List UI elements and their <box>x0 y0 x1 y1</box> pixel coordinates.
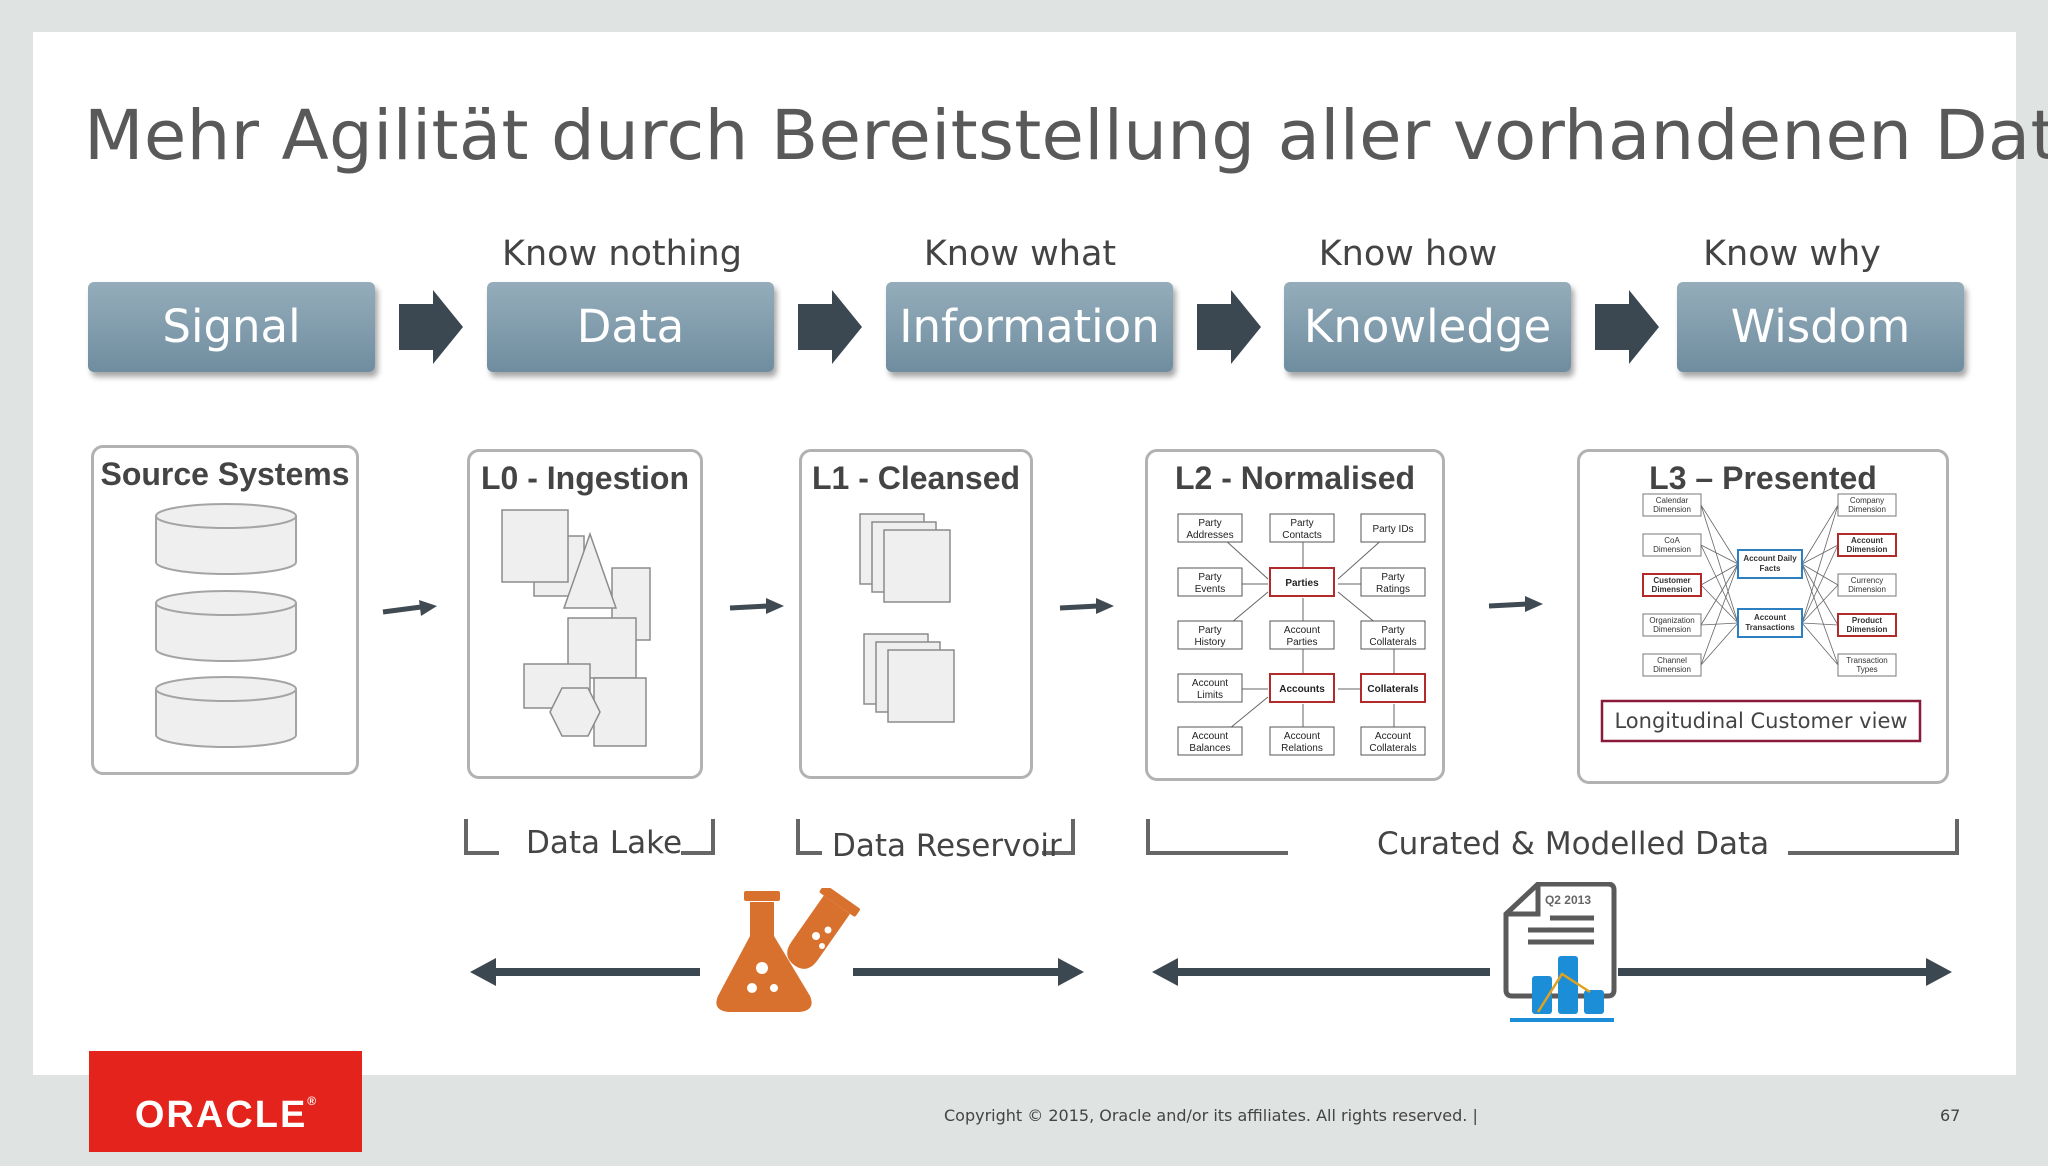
panel-source-systems: Source Systems <box>91 445 359 775</box>
l3-dim-label: Dimension <box>1653 505 1691 514</box>
star-schema-diagram: Calendar Dimension CoA Dimension Custome… <box>1600 493 1922 743</box>
report-chart-icon: Q2 2013 <box>1503 882 1617 1022</box>
l2-box-label: Relations <box>1281 743 1323 754</box>
mixed-shapes-icon <box>501 509 651 747</box>
l2-box-label: Account <box>1192 731 1228 742</box>
stage-caption-wisdom: Know why <box>1703 234 1881 274</box>
l2-box-label: Party <box>1198 518 1221 529</box>
oracle-logo: ORACLE® <box>89 1051 362 1152</box>
l2-box-label: Party <box>1290 518 1313 529</box>
l2-box-label: Parties <box>1285 578 1319 589</box>
l2-box-label: Party IDs <box>1372 524 1413 535</box>
panel-title-l1: L1 - Cleansed <box>811 460 1021 496</box>
l2-box-label: Parties <box>1286 637 1317 648</box>
l2-box-label: Party <box>1198 572 1221 583</box>
l3-fact-label: Account Daily <box>1743 554 1797 563</box>
page-number: 67 <box>1940 1106 1961 1125</box>
l3-dim-label: Customer <box>1653 576 1690 585</box>
l2-box-label: Contacts <box>1282 530 1321 541</box>
chevron-arrow-icon <box>1197 290 1261 364</box>
l3-dim-label: Dimension <box>1652 585 1693 594</box>
l3-fact-label: Facts <box>1760 564 1781 573</box>
l3-dim-label: Account <box>1851 536 1883 545</box>
l3-dim-label: Channel <box>1657 656 1687 665</box>
double-arrow-left <box>470 958 1084 986</box>
lab-flask-icon <box>716 888 860 1012</box>
l3-dim-label: Dimension <box>1847 545 1888 554</box>
database-icon <box>155 503 297 748</box>
panel-l2-normalised: L2 - Normalised Party Addresses Party C <box>1145 449 1445 781</box>
l3-dim-label: Dimension <box>1653 545 1691 554</box>
l2-box-label: Ratings <box>1376 584 1410 595</box>
chevron-arrow-icon <box>798 290 862 364</box>
bracket-data-lake <box>464 819 715 855</box>
l2-box-label: Limits <box>1197 690 1223 701</box>
arrow-right-icon <box>729 598 784 614</box>
stage-caption-data: Know nothing <box>502 234 742 274</box>
bracket-curated <box>1146 819 1959 855</box>
stage-knowledge: Knowledge <box>1284 282 1571 372</box>
l3-dim-label: Company <box>1850 496 1884 505</box>
l2-box-label: Balances <box>1189 743 1230 754</box>
l3-dim-label: Product <box>1852 616 1883 625</box>
panel-title-source-systems: Source Systems <box>100 456 350 492</box>
copyright-text: Copyright © 2015, Oracle and/or its affi… <box>944 1106 1478 1125</box>
oracle-logo-text: ORACLE <box>134 1094 308 1136</box>
chevron-arrow-icon <box>1595 290 1659 364</box>
arrow-right-icon <box>1059 598 1114 614</box>
panel-l1-cleansed: L1 - Cleansed <box>799 449 1033 779</box>
l2-box-label: Party <box>1381 625 1404 636</box>
l2-box-label: Party <box>1381 572 1404 583</box>
l3-dim-label: Dimension <box>1847 625 1888 634</box>
l2-box-label: History <box>1194 637 1225 648</box>
l3-dim-label: Transaction <box>1846 656 1888 665</box>
l2-box-label: Collaterals <box>1369 743 1416 754</box>
l3-fact-label: Account <box>1754 613 1786 622</box>
l3-dim-label: Dimension <box>1848 585 1886 594</box>
stage-signal: Signal <box>88 282 375 372</box>
normalised-model-diagram: Party Addresses Party Contacts Party IDs… <box>1177 513 1426 756</box>
stage-information: Information <box>886 282 1173 372</box>
stage-wisdom: Wisdom <box>1677 282 1964 372</box>
l2-box-label: Account <box>1284 625 1320 636</box>
bracket-label-data-reservoir: Data Reservoir <box>832 828 1062 864</box>
l3-dim-label: Dimension <box>1653 665 1691 674</box>
arrow-right-icon <box>382 600 437 616</box>
panel-title-l2: L2 - Normalised <box>1174 460 1416 496</box>
l2-box-label: Collaterals <box>1367 684 1419 695</box>
arrow-right-icon <box>1488 596 1543 612</box>
panel-title-l0: L0 - Ingestion <box>481 460 689 496</box>
l2-box-label: Addresses <box>1186 530 1233 541</box>
report-icon-label: Q2 2013 <box>1545 893 1591 907</box>
chevron-arrow-icon <box>399 290 463 364</box>
l3-dim-label: Currency <box>1851 576 1883 585</box>
bracket-data-reservoir <box>796 819 1075 855</box>
l3-dim-label: Types <box>1856 665 1877 674</box>
l2-box-label: Account <box>1375 731 1411 742</box>
l3-dim-label: Dimension <box>1848 505 1886 514</box>
stage-caption-information: Know what <box>923 234 1117 274</box>
slide-title: Mehr Agilität durch Bereitstellung aller… <box>84 96 2048 176</box>
l2-box-label: Collaterals <box>1369 637 1416 648</box>
double-arrow-right <box>1152 958 1952 986</box>
stacked-pages-icon <box>859 513 955 723</box>
l3-footer-label: Longitudinal Customer view <box>1614 709 1907 733</box>
bracket-label-data-lake: Data Lake <box>526 825 683 861</box>
l3-fact-label: Transactions <box>1745 623 1795 632</box>
panel-title-l3: L3 – Presented <box>1649 460 1877 496</box>
stage-data: Data <box>487 282 774 372</box>
bracket-label-curated: Curated & Modelled Data <box>1377 826 1770 862</box>
l2-box-label: Account <box>1192 678 1228 689</box>
panel-l0-ingestion: L0 - Ingestion <box>467 449 703 779</box>
l2-box-label: Events <box>1195 584 1226 595</box>
l3-dim-label: Organization <box>1649 616 1694 625</box>
l3-dim-label: Dimension <box>1653 625 1691 634</box>
l3-dim-label: Calendar <box>1656 496 1689 505</box>
l2-box-label: Accounts <box>1279 684 1325 695</box>
l3-dim-label: CoA <box>1664 536 1680 545</box>
l2-box-label: Party <box>1198 625 1221 636</box>
panel-l3-presented: L3 – Presented Calendar Dimension CoA Di… <box>1577 449 1949 784</box>
l2-box-label: Account <box>1284 731 1320 742</box>
stage-caption-knowledge: Know how <box>1318 234 1498 274</box>
